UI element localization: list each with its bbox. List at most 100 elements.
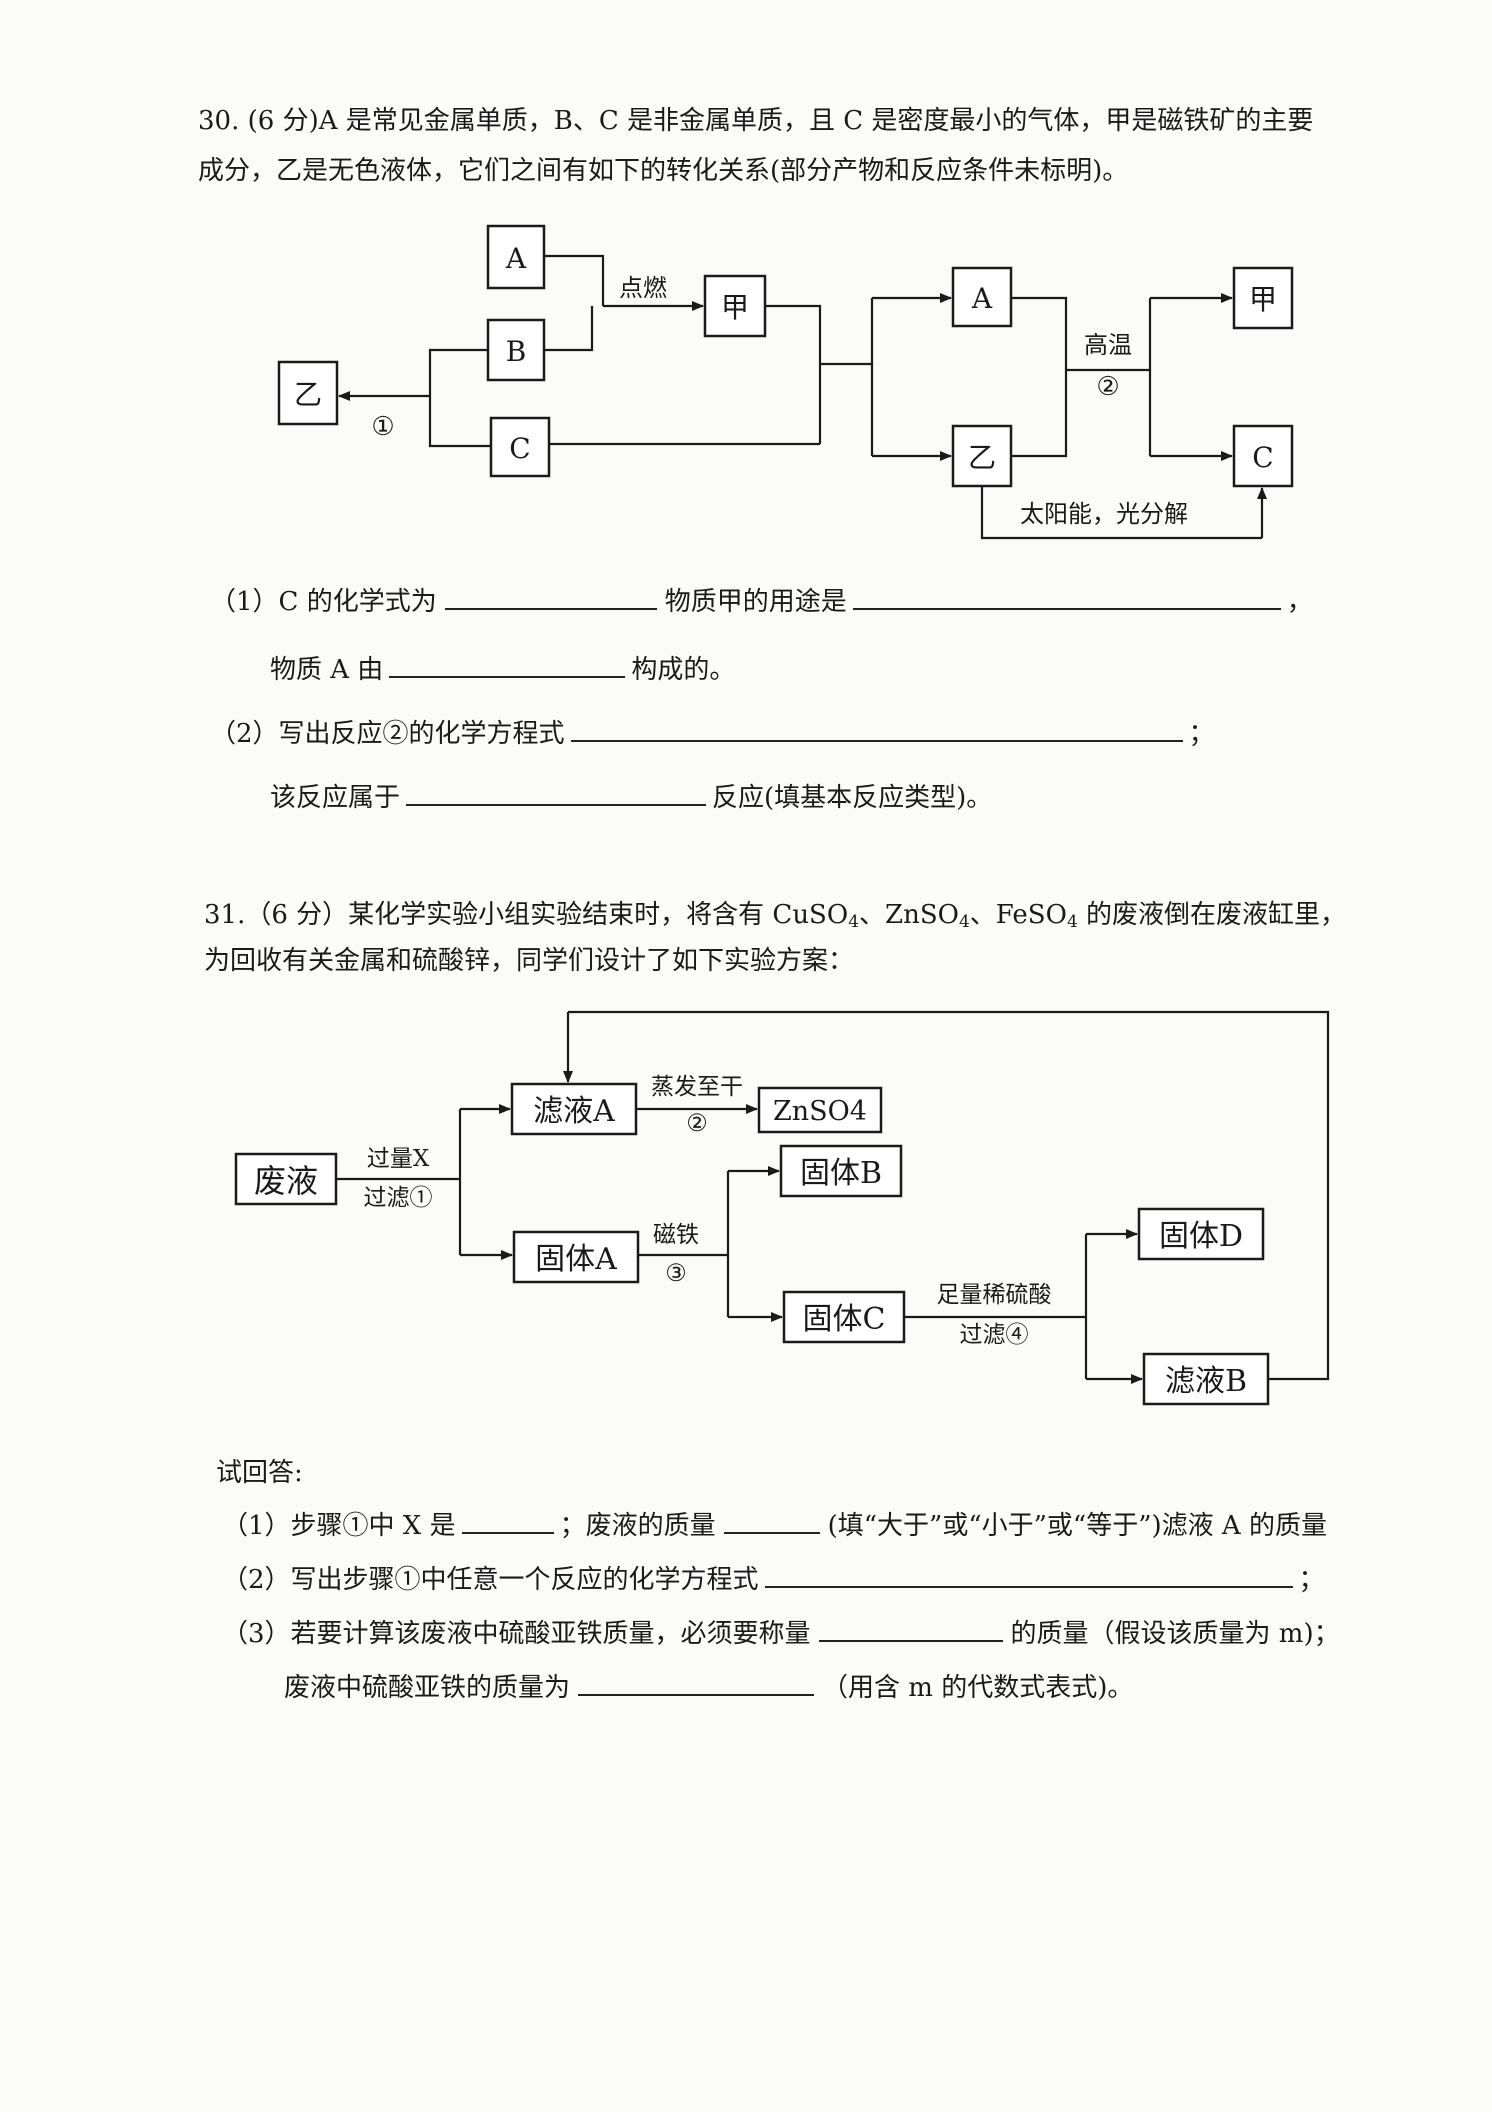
q30-box-jia2 <box>1232 266 1294 330</box>
q31-stem-line2: 为回收有关金属和硫酸锌，同学们设计了如下实验方案： <box>204 946 855 976</box>
q31-box-guitiC-text: 固体C <box>803 1302 886 1337</box>
q31-q3-c: 废液中硫酸亚铁的质量为 <box>284 1673 571 1703</box>
q30-q1-c: ， <box>1286 587 1313 617</box>
q30-q2-d: 反应(填基本反应类型)。 <box>712 783 993 813</box>
q31-box-guitiD-text: 固体D <box>1159 1219 1243 1254</box>
q31-box-lvyeA-text: 滤液A <box>533 1094 615 1129</box>
q30-q1-line1: （1）C 的化学式为 物质甲的用途是 ， <box>210 584 1313 619</box>
q30-wire-B <box>544 306 594 352</box>
q30-q1-b: 物质甲的用途是 <box>664 587 847 617</box>
q31-stem-sub2: 4 <box>958 912 970 932</box>
q31-box-guitiD <box>1137 1207 1265 1261</box>
q31-box-lvyeB <box>1142 1352 1270 1406</box>
q31-q2-a: （2）写出步骤①中任意一个反应的化学方程式 <box>222 1565 759 1595</box>
q31-label-guoliangX: 过量X <box>367 1146 430 1172</box>
q30-box-A <box>486 224 546 290</box>
q31-q2-b: ； <box>1298 1565 1325 1595</box>
q31-box-znso4-text: ZnSO4 <box>773 1096 867 1127</box>
q31-box-guitiA-text: 固体A <box>535 1242 617 1277</box>
q30-label-step2: ② <box>1096 372 1119 402</box>
q31-q3-b: 的质量（假设该质量为 m)； <box>1010 1619 1340 1649</box>
q31-stem-part-a: 31.（6 分）某化学实验小组实验结束时，将含有 CuSO <box>204 900 849 930</box>
q30-q2-line2: 该反应属于 反应(填基本反应类型)。 <box>270 780 992 815</box>
q31-label-zhengfa: 蒸发至干 <box>651 1074 743 1100</box>
q31-box-guitiC <box>782 1290 906 1344</box>
q31-stem-sub3: 4 <box>1066 912 1078 932</box>
q31-blank-x[interactable] <box>461 1508 554 1534</box>
q30-stem-line1: 30. (6 分)A 是常见金属单质，B、C 是非金属单质，且 C 是密度最小的… <box>198 106 1314 136</box>
q31-label-guolv1: 过滤① <box>364 1185 433 1211</box>
q30-box-C2 <box>1232 424 1294 488</box>
q31-stem-part-b: 、ZnSO <box>859 900 959 930</box>
q31-q3-line1: （3）若要计算该废液中硫酸亚铁质量，必须要称量 的质量（假设该质量为 m)； <box>222 1616 1340 1651</box>
q31-label-step2: ② <box>686 1109 708 1137</box>
q30-q2-line1: （2）写出反应②的化学方程式 ； <box>210 716 1215 751</box>
q30-wire-split <box>820 298 874 366</box>
q30-box-jia <box>703 274 767 338</box>
q31-blank-feso4-mass[interactable] <box>578 1670 815 1696</box>
q31-blank-equation[interactable] <box>764 1562 1293 1588</box>
q30-label-solar: 太阳能，光分解 <box>1020 500 1188 528</box>
q30-box-A2-text: A <box>971 282 993 315</box>
q31-q1-a: （1）步骤①中 X 是 <box>222 1511 456 1541</box>
q30-q1-line2: 物质 A 由 构成的。 <box>270 652 735 687</box>
q31-q1-b: ；废液的质量 <box>559 1511 716 1541</box>
q30-blank-equation[interactable] <box>570 716 1183 742</box>
q30-q2-c: 该反应属于 <box>270 783 401 813</box>
q30-wire-solar <box>980 486 1262 540</box>
q30-box-A2 <box>951 266 1013 328</box>
q30-q1-e: 构成的。 <box>631 655 736 685</box>
q31-box-lvyeB-text: 滤液B <box>1165 1364 1247 1399</box>
q30-box-A-text: A <box>505 242 527 275</box>
q30-label-step1: ① <box>371 412 394 442</box>
q30-blank-reaction-type[interactable] <box>406 780 707 806</box>
q31-stem-part-c: 、FeSO <box>969 900 1067 930</box>
q31-stem-line1: 31.（6 分）某化学实验小组实验结束时，将含有 CuSO4、ZnSO4、FeS… <box>204 898 1346 932</box>
q31-q2-line: （2）写出步骤①中任意一个反应的化学方程式 ； <box>222 1562 1325 1597</box>
q30-stem-line2: 成分，乙是无色液体，它们之间有如下的转化关系(部分产物和反应条件未标明)。 <box>198 156 1129 186</box>
q30-box-yi2-text: 乙 <box>968 441 996 474</box>
q30-q1-d: 物质 A 由 <box>270 655 384 685</box>
q31-box-feiye <box>234 1152 338 1206</box>
q30-q2-a: （2）写出反应②的化学方程式 <box>210 719 565 749</box>
q31-box-feiye-text: 废液 <box>254 1162 318 1200</box>
q30-wire-AY <box>1011 296 1068 458</box>
q30-box-yi-left <box>277 360 339 426</box>
q31-label-xiliusuan: 足量稀硫酸 <box>937 1282 1052 1308</box>
q30-box-C2-text: C <box>1252 441 1273 474</box>
q31-stem-part-d: 的废液倒在废液缸里， <box>1077 900 1347 930</box>
q30-q2-b: ； <box>1188 719 1215 749</box>
q31-box-guitiB-text: 固体B <box>800 1156 882 1191</box>
q30-box-B-text: B <box>506 335 527 368</box>
q30-wire-A <box>544 254 605 306</box>
q30-box-jia-text: 甲 <box>721 291 749 324</box>
q31-answer-intro: 试回答: <box>216 1458 303 1488</box>
q30-blank-c-formula[interactable] <box>444 584 657 610</box>
q31-q3-d: （用含 m 的代数式表式)。 <box>822 1673 1134 1703</box>
q31-label-guolv4: 过滤④ <box>960 1322 1029 1348</box>
q30-box-yi-left-text: 乙 <box>294 378 322 411</box>
q30-label-dianran: 点燃 <box>619 274 667 302</box>
q31-wire-loop <box>568 1010 1330 1381</box>
q30-box-C <box>489 416 551 478</box>
q31-q3-a: （3）若要计算该废液中硫酸亚铁质量，必须要称量 <box>222 1619 811 1649</box>
q30-box-jia2-text: 甲 <box>1249 283 1277 316</box>
q31-label-citie: 磁铁 <box>653 1222 699 1248</box>
q31-q3-line2: 废液中硫酸亚铁的质量为 （用含 m 的代数式表式)。 <box>284 1670 1133 1705</box>
q30-blank-a-composition[interactable] <box>389 652 626 678</box>
q30-box-C-text: C <box>509 432 530 465</box>
q31-q1-c: (填“大于”或“小于”或“等于”)滤液 A 的质量 <box>827 1511 1327 1541</box>
q30-q1-a: （1）C 的化学式为 <box>210 587 437 617</box>
q30-blank-jia-use[interactable] <box>852 584 1281 610</box>
q31-box-znso4 <box>757 1086 883 1134</box>
q31-q1-line: （1）步骤①中 X 是 ；废液的质量 (填“大于”或“小于”或“等于”)滤液 A 的… <box>222 1508 1327 1543</box>
q30-label-gaowen: 高温 <box>1084 331 1132 359</box>
q31-blank-weigh[interactable] <box>818 1616 1003 1642</box>
q31-stem-sub1: 4 <box>848 912 860 932</box>
q31-blank-mass-compare[interactable] <box>723 1508 820 1534</box>
q31-label-step3: ③ <box>665 1259 687 1287</box>
q31-box-guitiB <box>779 1144 903 1198</box>
q30-wire-jia <box>765 304 822 444</box>
q30-wire-BC <box>428 348 491 448</box>
